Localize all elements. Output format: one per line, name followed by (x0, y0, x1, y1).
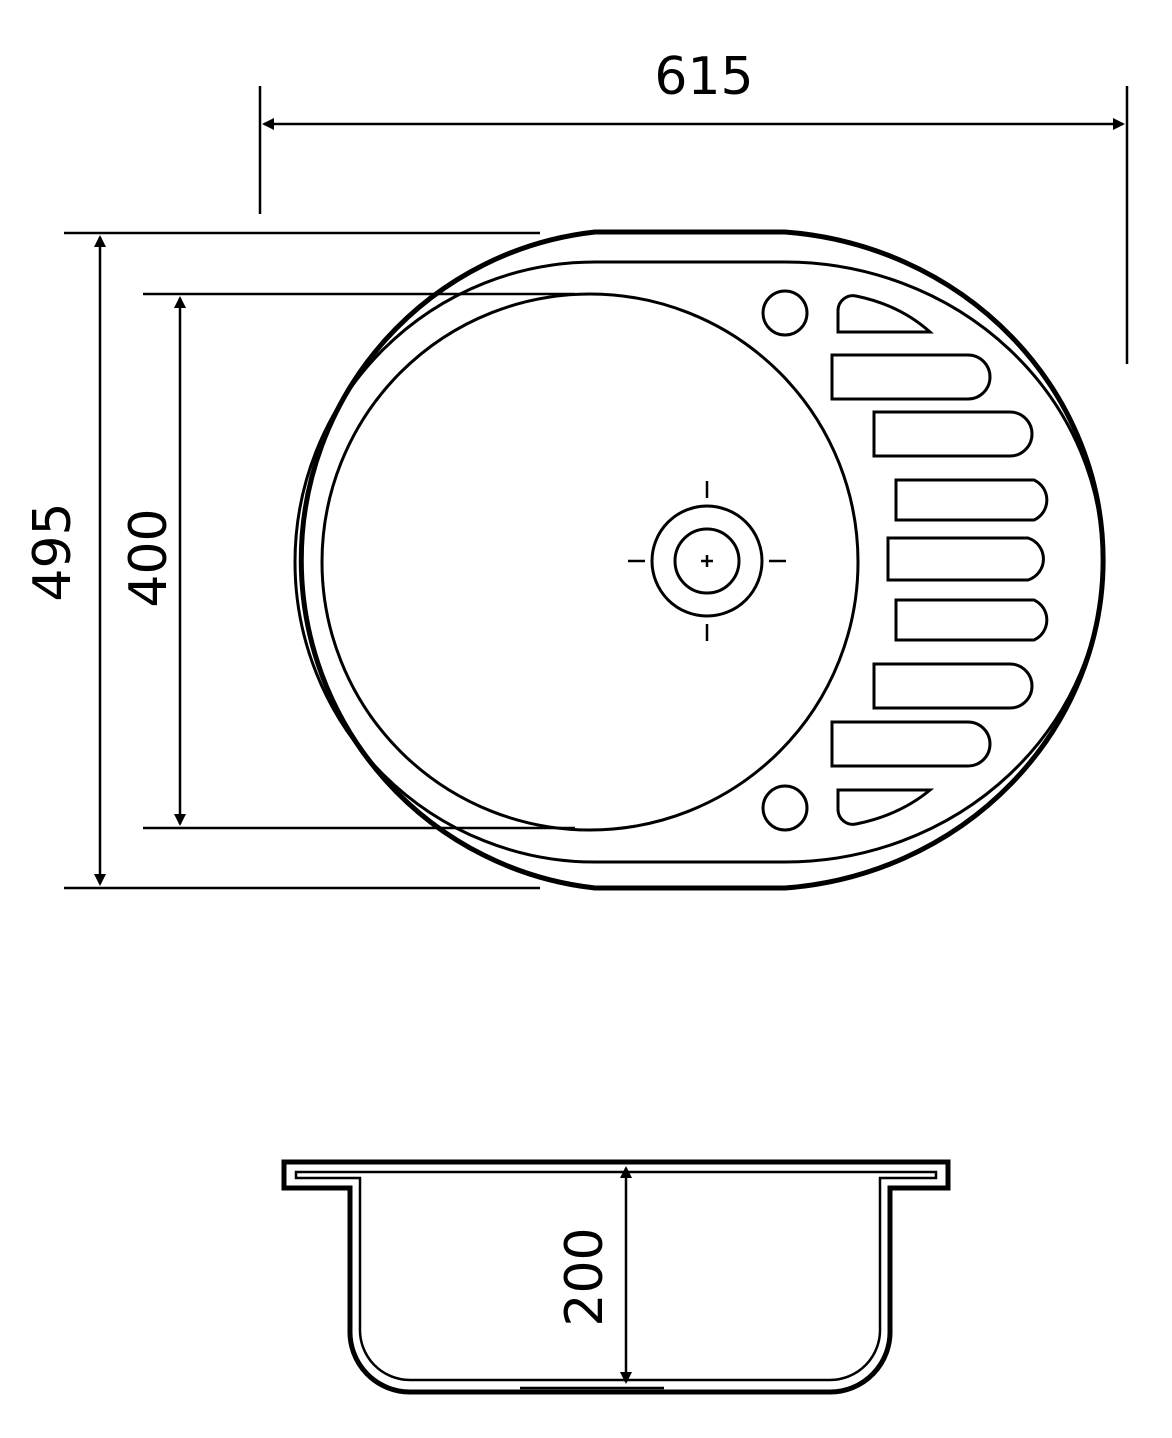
section-inner (294, 1170, 938, 1382)
tap-hole-bottom (761, 784, 809, 832)
tap-hole-top (761, 289, 809, 337)
width-dimension: 615 (258, 47, 1129, 364)
drain (628, 481, 786, 641)
bowl-dimension: 400 (119, 292, 575, 830)
width-label: 615 (654, 47, 753, 107)
sink-inner-rim (293, 260, 1105, 864)
sink-bowl (320, 292, 860, 832)
bowl-label: 400 (119, 508, 179, 607)
depth-dimension: 495 (23, 231, 540, 890)
drainboard-grooves (830, 294, 1049, 826)
side-view: 200 (281, 1159, 951, 1395)
section-outer (281, 1159, 951, 1395)
height-label: 200 (555, 1227, 615, 1326)
depth-label: 495 (23, 502, 83, 601)
height-dimension: 200 (555, 1166, 632, 1384)
top-view: 615 495 400 (23, 47, 1129, 891)
